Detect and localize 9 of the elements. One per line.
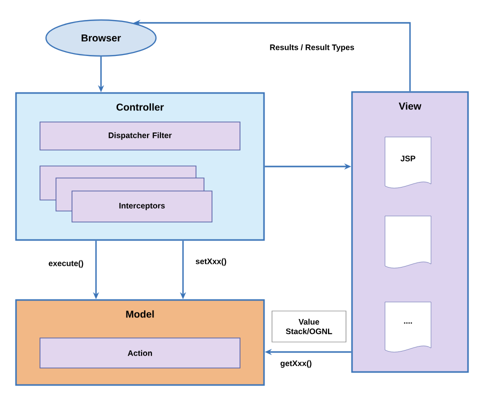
edge-label: Results / Result Types [268,43,356,53]
edge-label: execute() [47,259,85,269]
interceptor-box: Interceptors [72,190,212,222]
action-box: Action [40,338,240,368]
edge-label: setXxx() [194,257,228,267]
note-box: Value Stack/OGNL [272,310,346,342]
filter-box: Dispatcher Filter [40,122,240,150]
document-icon [384,216,432,268]
edge-label: getXxx() [279,359,313,369]
